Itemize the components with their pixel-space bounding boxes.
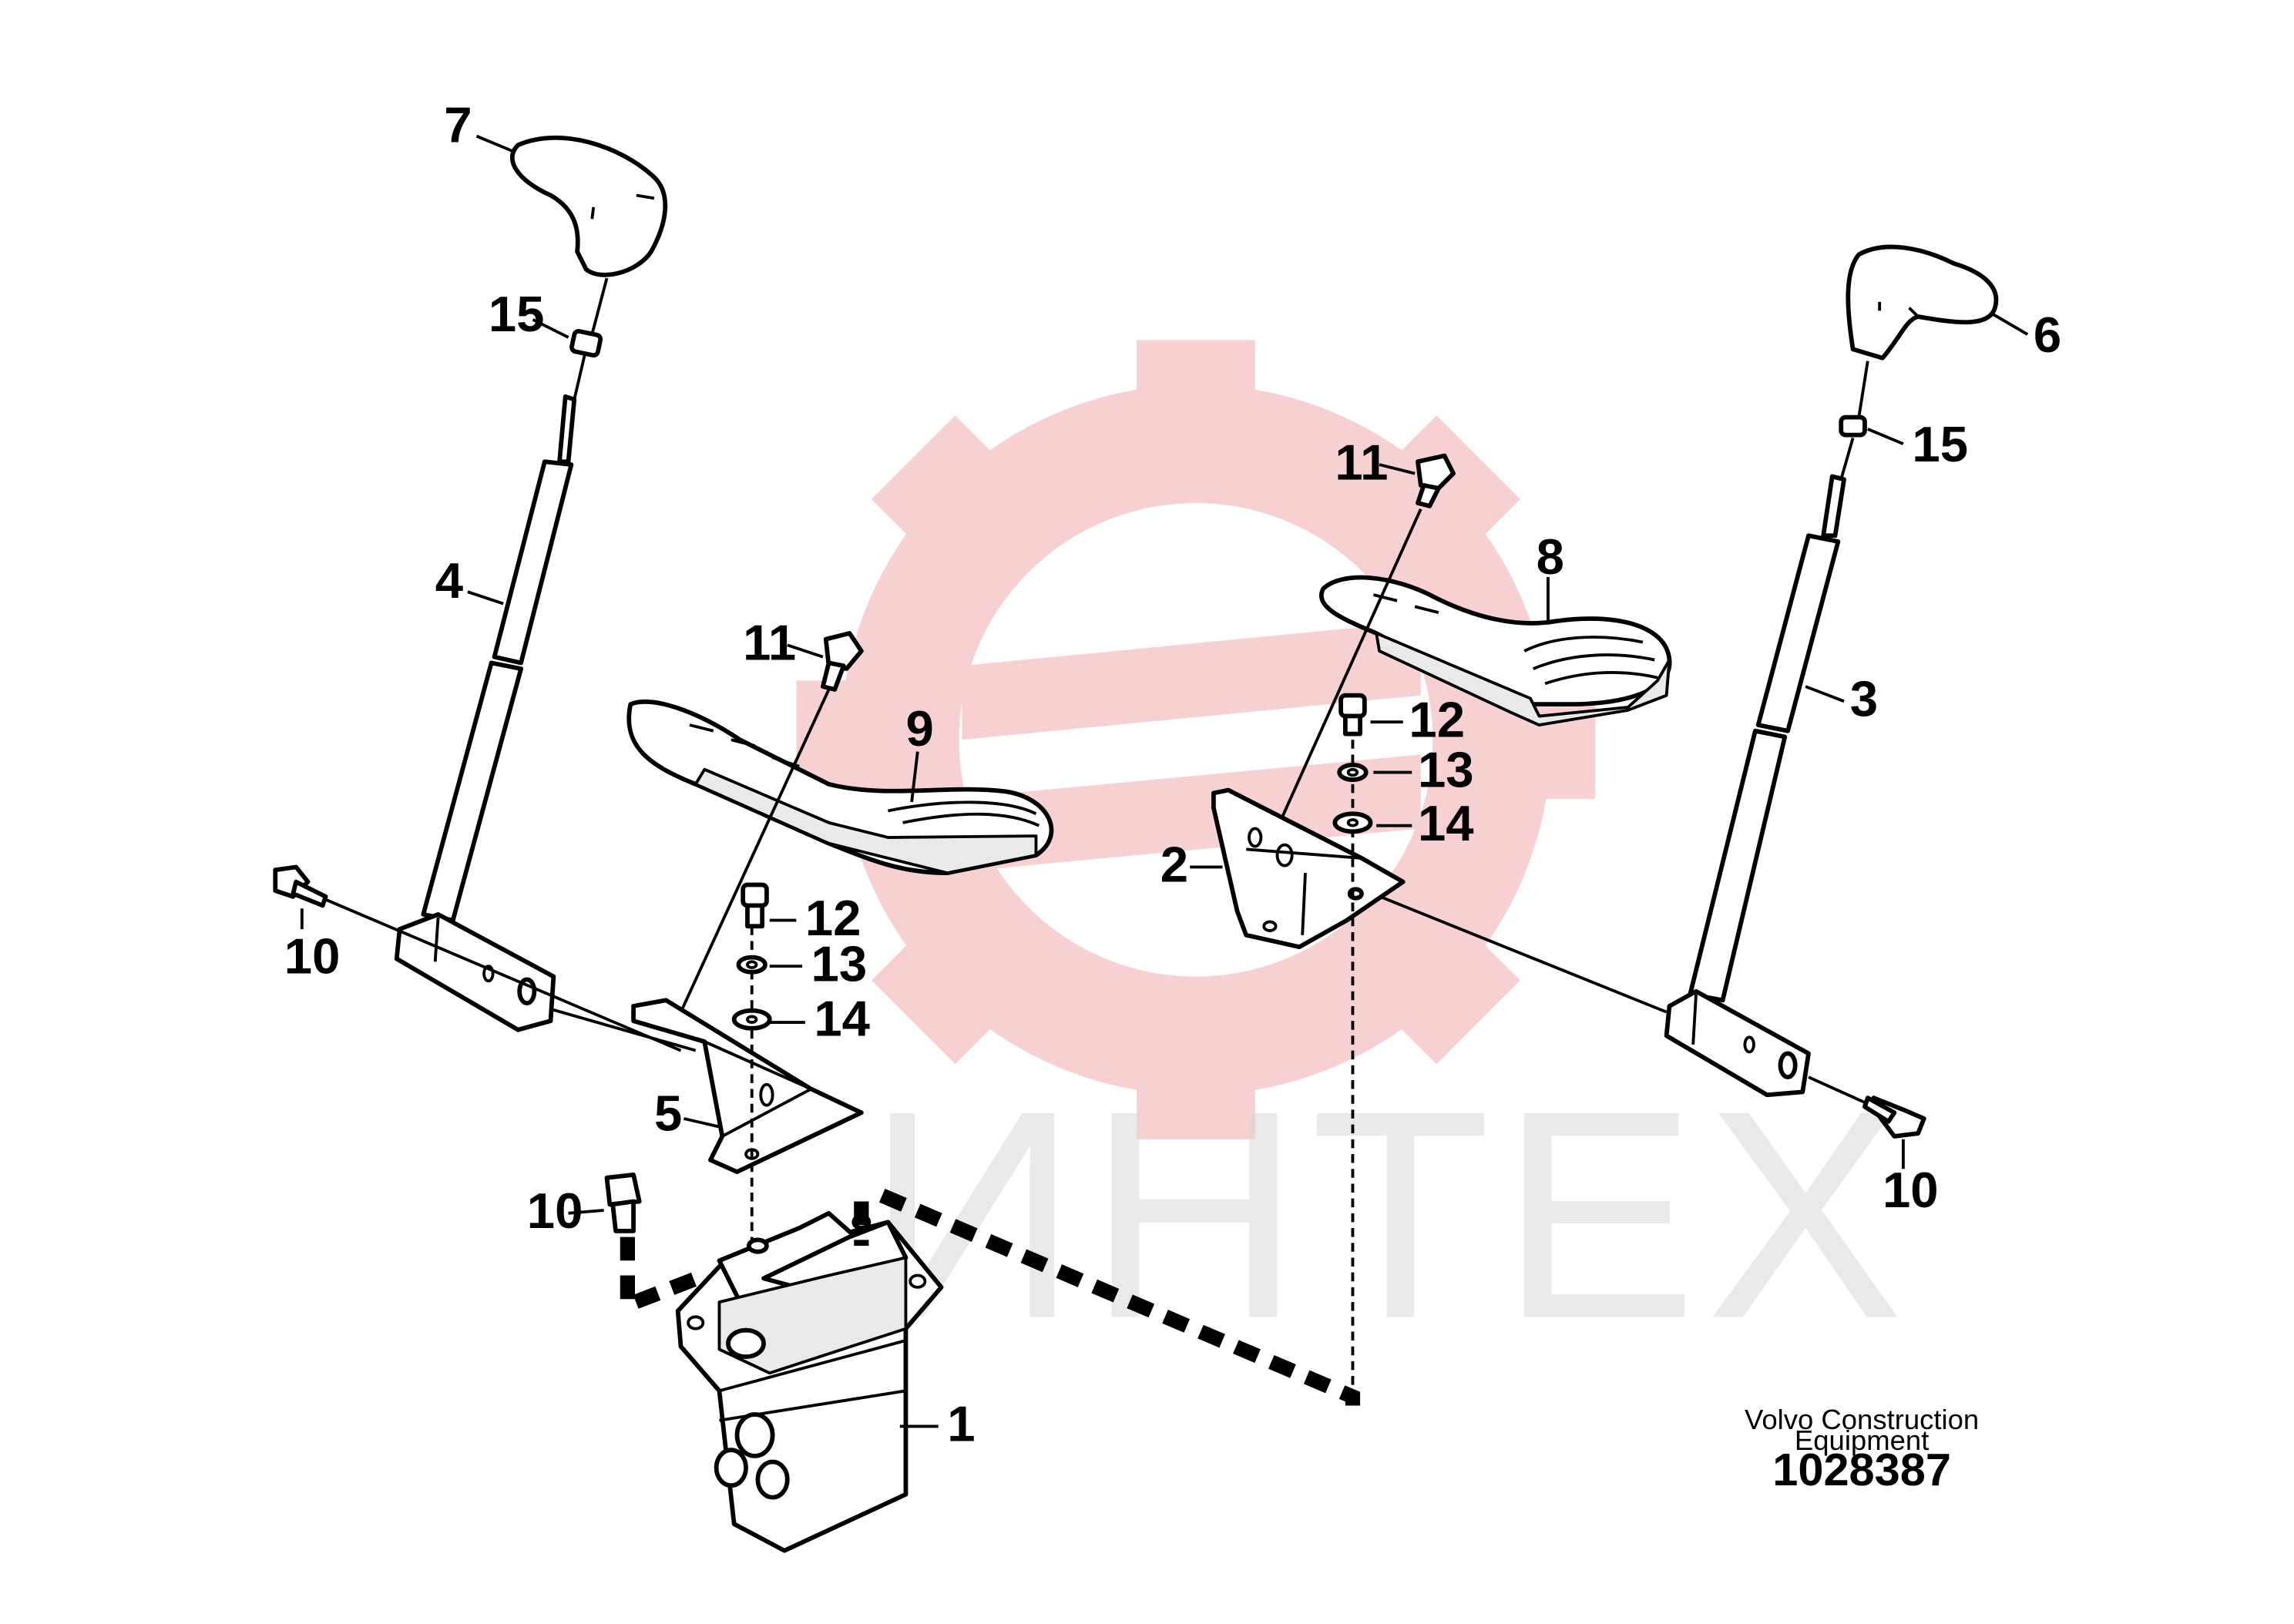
credit-line-1: Volvo Construction xyxy=(1745,1404,1979,1435)
callout-4: 4 xyxy=(435,552,463,609)
right-bracket xyxy=(1211,787,1406,950)
callout-15-left: 15 xyxy=(489,286,545,342)
left-washer-14 xyxy=(731,1008,772,1031)
leader-line xyxy=(1839,437,1855,480)
right-lever-arm xyxy=(1664,988,1811,1098)
callout-14-left: 14 xyxy=(814,990,870,1046)
left-pivot-bolt xyxy=(273,864,328,908)
right-knob-collar xyxy=(1839,414,1867,438)
valve-mount-bolt xyxy=(604,1173,642,1233)
callout-8: 8 xyxy=(1537,528,1564,585)
leader-line xyxy=(679,689,831,1013)
leader-line xyxy=(1274,508,1422,833)
callout-13-right: 13 xyxy=(1418,742,1474,798)
left-bracket xyxy=(631,998,864,1174)
axis-line xyxy=(324,898,682,1052)
callout-5: 5 xyxy=(654,1085,682,1141)
callout-15-right: 15 xyxy=(1912,416,1968,472)
axis-line xyxy=(1808,1075,1869,1106)
callout-13-left: 13 xyxy=(811,935,868,992)
right-washer-13 xyxy=(1337,763,1369,783)
callout-3: 3 xyxy=(1850,671,1878,727)
left-washer-13 xyxy=(736,955,767,975)
callout-10-right: 10 xyxy=(1883,1162,1939,1218)
right-lever-rod xyxy=(1688,474,1846,1003)
callout-10-bottom: 10 xyxy=(527,1183,583,1239)
callout-7: 7 xyxy=(444,96,472,153)
right-pedal-screw xyxy=(1416,453,1456,508)
callout-11-left: 11 xyxy=(743,615,796,671)
callout-9: 9 xyxy=(905,700,933,757)
leader-line xyxy=(573,354,586,400)
callout-11-right: 11 xyxy=(1335,434,1388,490)
left-lever-arm xyxy=(394,912,556,1032)
drawing-number: 1028387 xyxy=(1772,1444,1951,1495)
callout-6: 6 xyxy=(2034,307,2061,363)
watermark-gear-icon xyxy=(796,340,1596,1139)
right-bolt-12 xyxy=(1338,693,1367,737)
callout-1: 1 xyxy=(947,1396,975,1452)
right-lever-knob xyxy=(1846,244,1999,361)
right-washer-14 xyxy=(1332,811,1373,834)
callout-14-right: 14 xyxy=(1418,795,1474,851)
callout-10-left: 10 xyxy=(284,928,341,985)
left-lever-knob xyxy=(509,135,668,277)
axis-line xyxy=(549,1007,697,1052)
pilot-control-valve xyxy=(675,1210,944,1553)
left-pedal-screw xyxy=(821,631,864,692)
callout-leaders xyxy=(300,134,2029,1428)
callout-12-left: 12 xyxy=(805,890,862,946)
callout-12-right: 12 xyxy=(1409,691,1465,747)
left-knob-collar xyxy=(569,329,603,358)
callout-2: 2 xyxy=(1160,837,1188,893)
credit-line-2: Equipment xyxy=(1795,1424,1929,1456)
alignment-path xyxy=(620,1236,707,1316)
watermark-text: ИНТЕХ xyxy=(866,1049,1913,1380)
left-lever-rod xyxy=(421,394,577,923)
left-bolt-12 xyxy=(741,882,769,929)
leader-line xyxy=(590,277,609,335)
left-pedal-plate xyxy=(626,700,1054,876)
leader-line xyxy=(1857,361,1869,418)
right-pedal-plate xyxy=(1319,575,1672,726)
